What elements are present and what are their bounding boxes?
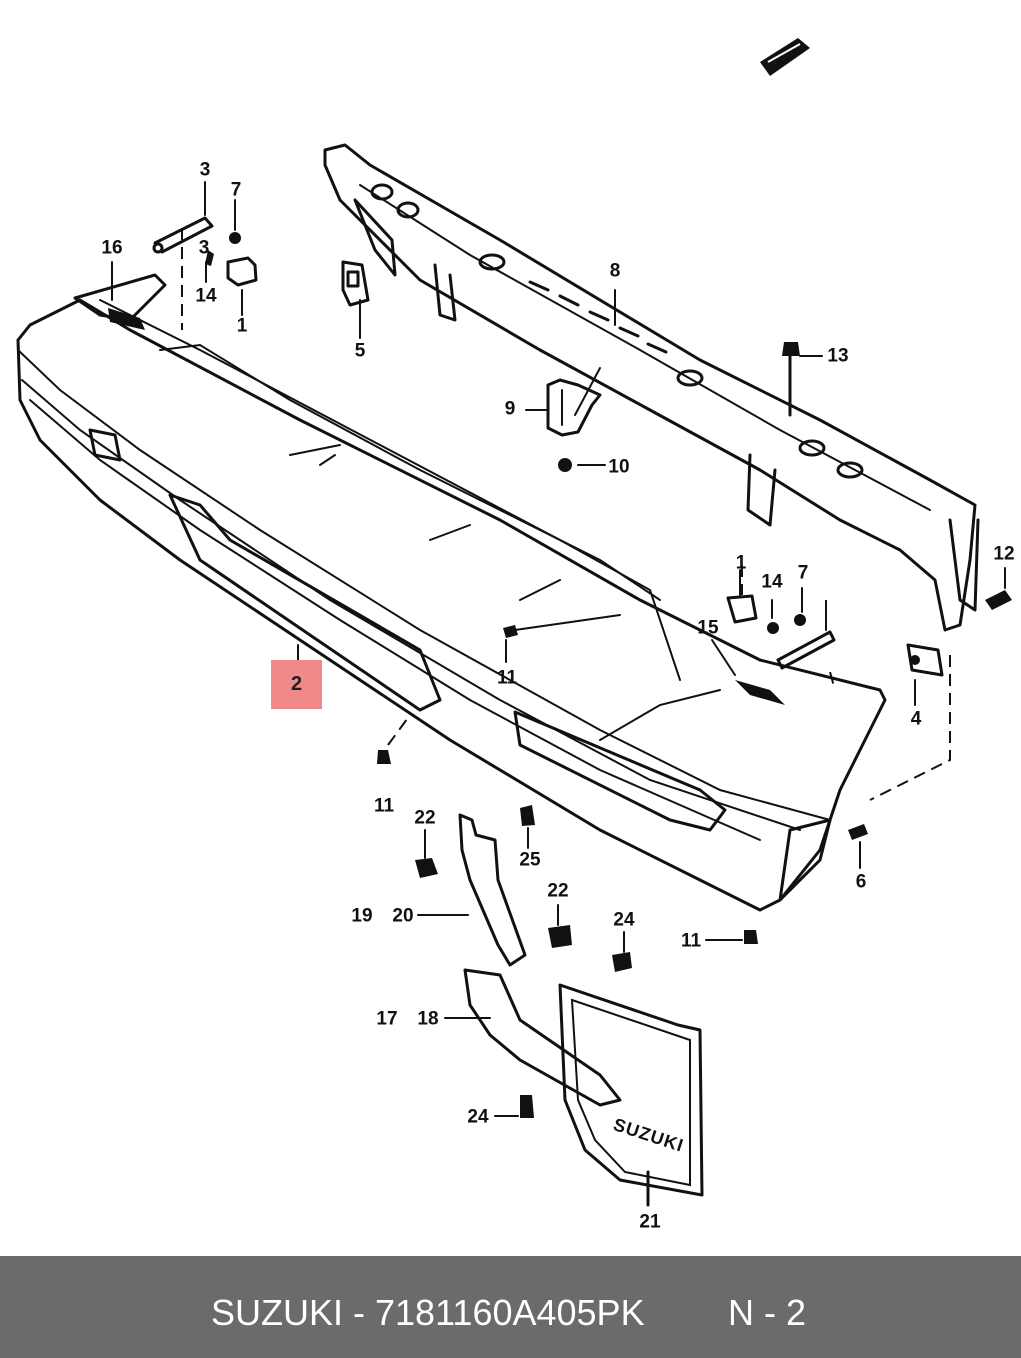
callout-24[interactable]: 24 — [467, 1106, 489, 1128]
callout-1[interactable]: 1 — [236, 315, 248, 337]
clip-group-right — [726, 565, 836, 705]
mudflap-bracket-upper — [415, 805, 572, 967]
clip-part-icon — [760, 38, 810, 76]
callout-15[interactable]: 15 — [697, 617, 719, 639]
bolt-13-icon — [782, 342, 800, 417]
highlighted-part-callout[interactable]: 2 — [271, 660, 322, 709]
footer-bar: SUZUKI - 7181160A405PK N - 2 — [0, 1256, 1021, 1358]
callout-2: 2 — [290, 673, 303, 695]
bracket-4 — [869, 643, 951, 801]
page-label: N - 2 — [728, 1292, 807, 1333]
clip-group-left — [73, 216, 258, 330]
callout-14[interactable]: 14 — [761, 571, 783, 593]
callout-18[interactable]: 18 — [417, 1008, 439, 1030]
callout-22[interactable]: 22 — [547, 880, 569, 902]
screw-11-lower-icon — [377, 750, 391, 764]
callout-7[interactable]: 7 — [230, 179, 242, 201]
callout-10[interactable]: 10 — [608, 456, 630, 478]
callout-24[interactable]: 24 — [613, 909, 635, 931]
callout-8[interactable]: 8 — [609, 260, 621, 282]
bolt-12-icon — [985, 590, 1012, 610]
clip-9 — [546, 378, 602, 437]
screw-11-right-icon — [744, 930, 758, 944]
screw-6-icon — [848, 824, 868, 840]
callout-17[interactable]: 17 — [376, 1008, 398, 1030]
callout-16[interactable]: 16 — [101, 237, 123, 259]
callout-9[interactable]: 9 — [504, 398, 516, 420]
leader-lines — [111, 181, 1006, 1117]
callout-7[interactable]: 7 — [797, 562, 809, 584]
callout-25[interactable]: 25 — [519, 849, 541, 871]
callout-4[interactable]: 4 — [910, 708, 922, 730]
screw-11-upper-icon — [503, 625, 518, 638]
callout-5[interactable]: 5 — [354, 340, 366, 362]
mudflap — [558, 983, 704, 1207]
mudflap-bracket-lower — [463, 952, 632, 1118]
callout-11[interactable]: 11 — [496, 667, 518, 689]
bracket-5 — [341, 260, 370, 307]
screw-10-icon — [558, 458, 572, 472]
callout-6[interactable]: 6 — [855, 871, 867, 893]
callout-19[interactable]: 19 — [351, 905, 373, 927]
part-number: SUZUKI - 7181160A405PK — [211, 1292, 645, 1333]
callout-3[interactable]: 3 — [199, 159, 211, 181]
callout-21[interactable]: 21 — [639, 1211, 661, 1233]
callout-1[interactable]: 1 — [735, 552, 747, 574]
callout-11[interactable]: 11 — [373, 795, 395, 817]
callout-20[interactable]: 20 — [392, 905, 414, 927]
diagram-artwork — [16, 38, 1012, 1207]
callout-11[interactable]: 11 — [680, 930, 702, 952]
callout-22[interactable]: 22 — [414, 807, 436, 829]
callout-12[interactable]: 12 — [993, 543, 1015, 565]
callout-13[interactable]: 13 — [827, 345, 849, 367]
exploded-parts-diagram: 2 3 7 16 3 14 1 5 8 9 10 13 1 14 7 15 12… — [16, 38, 1015, 1233]
bumper-cover — [16, 298, 887, 912]
callout-14[interactable]: 14 — [195, 285, 217, 307]
callout-3[interactable]: 3 — [198, 237, 210, 259]
bumper-member — [323, 143, 980, 632]
